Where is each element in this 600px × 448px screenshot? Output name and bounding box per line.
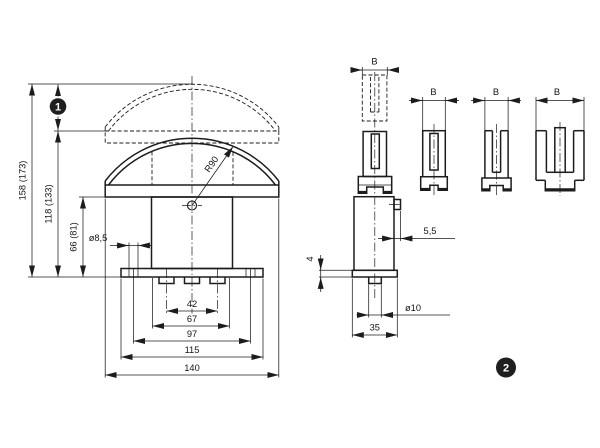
dim-67-label: 67 xyxy=(187,314,197,324)
front-dimensions: 158 (173) 118 (133) 66 (81) 1 R90 ø8,5 xyxy=(18,83,280,378)
dim-b1-label: B xyxy=(430,87,436,97)
dim-66-label: 66 (81) xyxy=(69,222,79,251)
open-dome-outer-arc xyxy=(104,83,280,128)
radius-leader xyxy=(191,146,234,206)
side-bar xyxy=(357,175,393,195)
dim-o10-label: ø10 xyxy=(405,303,421,313)
profile-views: B B xyxy=(409,87,585,196)
dome-closed xyxy=(104,137,280,186)
balloon-2-label: 2 xyxy=(503,363,509,375)
dome-outer-arc xyxy=(104,137,280,182)
open-dome-inner-arc xyxy=(108,88,276,132)
side-plate xyxy=(351,269,399,278)
dim-97-label: 97 xyxy=(187,329,197,339)
balloon-1 xyxy=(49,98,67,115)
side-bottom-tab xyxy=(367,277,383,285)
plate-tab xyxy=(158,277,175,285)
balloon-1-label: 1 xyxy=(55,101,61,113)
profile-c: B xyxy=(535,87,585,196)
side-prongs-open xyxy=(361,74,388,122)
dim-slot-label: ø8,5 xyxy=(89,233,108,243)
dim-b2-label: B xyxy=(493,87,499,97)
front-view xyxy=(104,76,280,314)
side-body xyxy=(353,195,395,272)
profile-a: B xyxy=(409,87,459,196)
dim-118-label: 118 (133) xyxy=(44,184,54,223)
profile-b: B xyxy=(471,87,521,196)
dim-r90-label: R90 xyxy=(203,154,221,174)
dim-4-label: 4 xyxy=(305,256,315,261)
side-view: B 5,5 xyxy=(305,57,516,378)
dim-b-side-label: B xyxy=(371,57,377,67)
plate-tab xyxy=(209,277,226,285)
base-plate xyxy=(120,267,264,285)
dim-140-label: 140 xyxy=(184,363,200,373)
plate-tab xyxy=(183,277,201,285)
dim-35-label: 35 xyxy=(370,323,380,333)
dim-55-label: 5,5 xyxy=(424,226,437,236)
dim-b3-label: B xyxy=(554,87,560,97)
open-bar-outline xyxy=(104,130,280,144)
center-strap xyxy=(554,126,566,174)
dim-158-label: 158 (173) xyxy=(18,161,28,201)
dim-115-label: 115 xyxy=(185,345,200,355)
balloon-2 xyxy=(496,357,516,378)
dim-42-label: 42 xyxy=(187,299,197,309)
dome-inner-arc xyxy=(107,142,277,186)
